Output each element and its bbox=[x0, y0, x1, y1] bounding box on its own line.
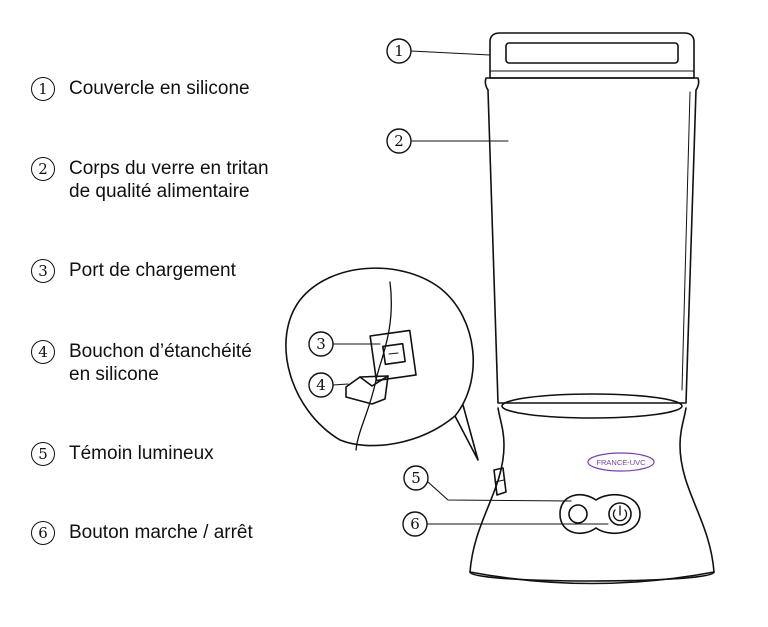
legend-number: 4 bbox=[31, 340, 55, 364]
legend-number: 3 bbox=[31, 259, 55, 283]
brand-badge-text: FRANCE-UVC bbox=[596, 458, 646, 467]
legend-item-seal-plug: 4 Bouchon d’étanchéité en silicone bbox=[31, 340, 331, 386]
legend-line: Bouchon d’étanchéité bbox=[69, 341, 252, 362]
callout-3 bbox=[308, 331, 334, 357]
legend-number: 6 bbox=[31, 521, 55, 545]
lid bbox=[489, 32, 695, 79]
legend-item-charging-port: 3 Port de chargement bbox=[31, 259, 331, 283]
legend-line: en silicone bbox=[69, 364, 159, 385]
callout-2 bbox=[386, 128, 412, 154]
legend-number: 2 bbox=[31, 157, 55, 181]
legend-number: 5 bbox=[31, 442, 55, 466]
callout-5-text: 5 bbox=[411, 469, 421, 487]
leader-lines bbox=[332, 50, 609, 525]
glass-body bbox=[484, 77, 700, 419]
power-icon bbox=[612, 509, 628, 522]
power-button bbox=[608, 502, 632, 526]
legend-line: Bouton marche / arrêt bbox=[69, 522, 253, 543]
seal-plug bbox=[345, 375, 389, 405]
legend-line: Couvercle en silicone bbox=[69, 78, 250, 99]
zoom-inset bbox=[285, 267, 479, 461]
callout-4-text: 4 bbox=[316, 376, 326, 394]
brand-badge: FRANCE-UVC bbox=[587, 452, 655, 472]
callout-3-text: 3 bbox=[316, 335, 326, 353]
legend-item-indicator-light: 5 Témoin lumineux bbox=[31, 442, 331, 466]
legend-item-power-button: 6 Bouton marche / arrêt bbox=[31, 521, 331, 545]
callout-1 bbox=[386, 38, 412, 64]
callout-6-text: 6 bbox=[410, 515, 420, 533]
legend-number: 1 bbox=[31, 77, 55, 101]
charging-port bbox=[369, 329, 417, 382]
legend-item-lid: 1 Couvercle en silicone bbox=[31, 77, 331, 101]
legend-label: Corps du verre en tritan de qualité alim… bbox=[69, 157, 269, 203]
legend-line: Témoin lumineux bbox=[69, 443, 214, 464]
side-port bbox=[493, 467, 507, 496]
legend-label: Port de chargement bbox=[69, 259, 236, 282]
legend-label: Témoin lumineux bbox=[69, 442, 214, 465]
callout-1-text: 1 bbox=[394, 42, 404, 60]
legend-label: Bouchon d’étanchéité en silicone bbox=[69, 340, 252, 386]
callout-5 bbox=[403, 465, 429, 491]
legend-line: de qualité alimentaire bbox=[69, 181, 250, 202]
legend-line: Corps du verre en tritan bbox=[69, 158, 269, 179]
legend-line: Port de chargement bbox=[69, 260, 236, 281]
control-panel bbox=[559, 493, 641, 535]
callout-2-text: 2 bbox=[394, 132, 404, 150]
base bbox=[469, 407, 715, 585]
callouts: 1 2 3 4 5 6 bbox=[308, 38, 429, 537]
indicator-light bbox=[568, 504, 588, 524]
callout-6 bbox=[402, 511, 428, 537]
legend-label: Couvercle en silicone bbox=[69, 77, 250, 100]
legend-label: Bouton marche / arrêt bbox=[69, 521, 253, 544]
legend-item-body: 2 Corps du verre en tritan de qualité al… bbox=[31, 157, 331, 203]
callout-4 bbox=[308, 372, 334, 398]
